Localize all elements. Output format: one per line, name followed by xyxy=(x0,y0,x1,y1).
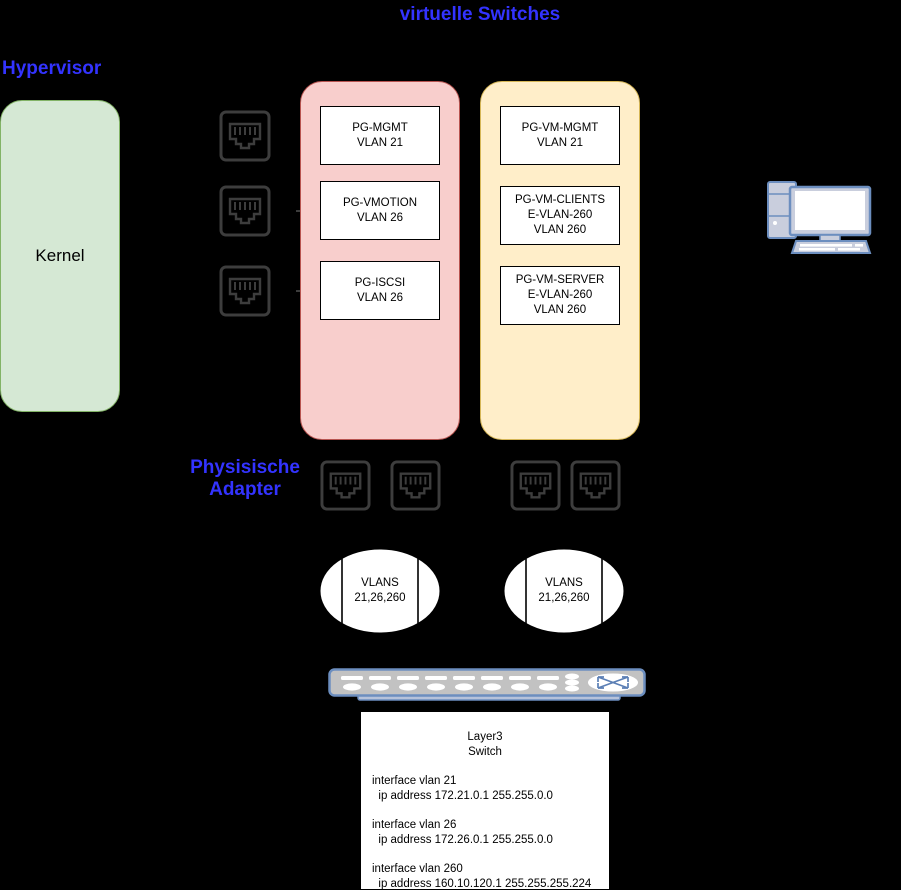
portgroup-label: PG-MGMT VLAN 21 xyxy=(352,121,408,149)
connector-stub-vmk3 xyxy=(296,290,302,292)
layer3-switch-config-box: Layer3 Switch interface vlan 21 ip addre… xyxy=(360,711,610,890)
kernel-label: Kernel xyxy=(35,246,85,265)
physical-adapter-icon-1 xyxy=(320,460,371,511)
connector-stub-vmk2 xyxy=(296,210,302,212)
portgroup-label: PG-VMOTION VLAN 26 xyxy=(342,196,418,224)
layer3-switch-device-icon xyxy=(328,668,646,703)
portgroup-pg-iscsi[interactable]: PG-ISCSI VLAN 26 xyxy=(320,261,440,320)
label-physical-adapters: Physisische Adapter xyxy=(190,457,300,501)
portgroup-label: PG-VM-MGMT VLAN 21 xyxy=(521,121,599,149)
kernel-box: Kernel xyxy=(0,100,120,412)
portgroup-pg-vm-server[interactable]: PG-VM-SERVER E-VLAN-260 VLAN 260 xyxy=(500,266,620,325)
portgroup-label: PG-VM-SERVER E-VLAN-260 VLAN 260 xyxy=(515,274,605,316)
portgroup-pg-mgmt[interactable]: PG-MGMT VLAN 21 xyxy=(320,106,440,165)
layer3-switch-config-text: interface vlan 21 ip address 172.21.0.1 … xyxy=(372,774,592,890)
vlan-trunk-right: VLANS 21,26,260 xyxy=(504,549,624,633)
portgroup-label: PG-VM-CLIENTS E-VLAN-260 VLAN 260 xyxy=(514,194,606,236)
label-hypervisor: Hypervisor xyxy=(2,58,102,79)
physical-adapter-icon-4 xyxy=(570,460,621,511)
physical-adapter-icon-2 xyxy=(390,460,441,511)
portgroup-label: PG-ISCSI VLAN 26 xyxy=(354,276,406,304)
vmkernel-adapter-icon-2 xyxy=(219,185,271,237)
vmkernel-adapter-icon-1 xyxy=(219,110,271,162)
vmkernel-adapter-icon-3 xyxy=(219,265,271,317)
portgroup-pg-vm-clients[interactable]: PG-VM-CLIENTS E-VLAN-260 VLAN 260 xyxy=(500,186,620,245)
client-workstation-icon xyxy=(766,176,876,256)
portgroup-pg-vm-mgmt[interactable]: PG-VM-MGMT VLAN 21 xyxy=(500,106,620,165)
layer3-switch-title: Layer3 Switch xyxy=(467,731,503,758)
vlan-trunk-left: VLANS 21,26,260 xyxy=(320,549,440,633)
portgroup-pg-vmotion[interactable]: PG-VMOTION VLAN 26 xyxy=(320,181,440,240)
title-virtuelle-switches: virtuelle Switches xyxy=(399,4,561,25)
physical-adapter-icon-3 xyxy=(510,460,561,511)
